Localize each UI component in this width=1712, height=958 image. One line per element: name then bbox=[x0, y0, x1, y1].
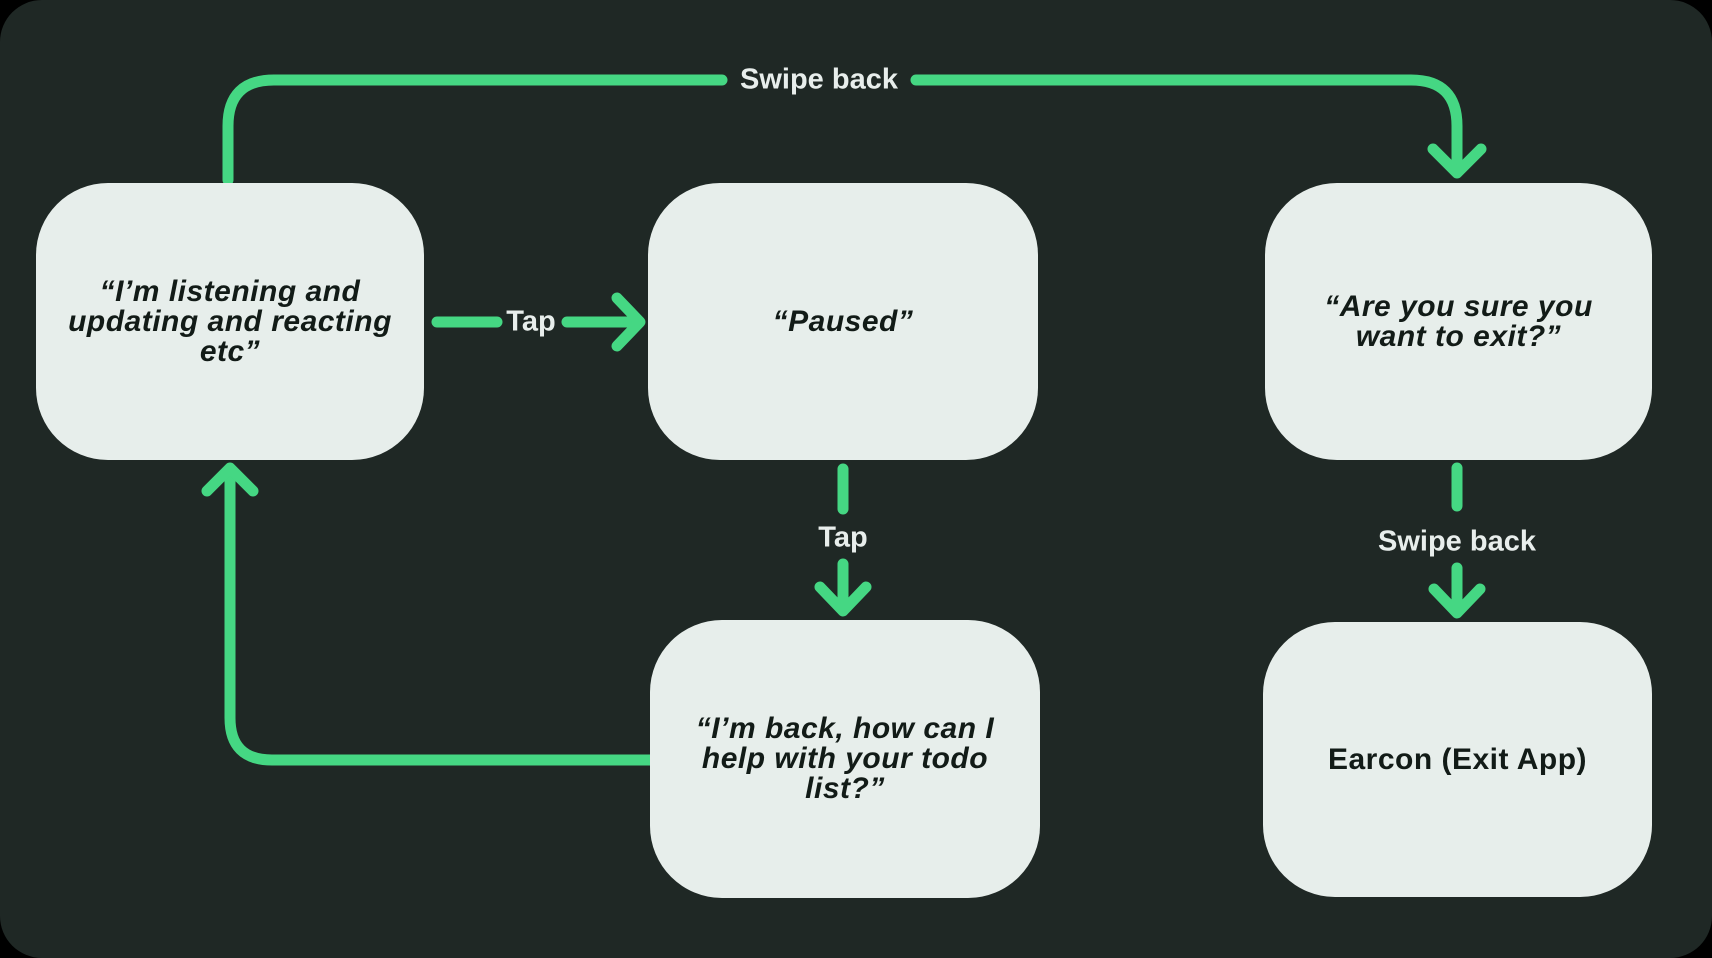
arrowhead-right-into-paused bbox=[611, 292, 646, 352]
arrowhead-up-into-listening bbox=[201, 462, 259, 497]
node-listening: “I’m listening and updating and reacting… bbox=[36, 183, 424, 460]
node-listening-text: “I’m listening and updating and reacting… bbox=[68, 274, 392, 368]
node-earcon: Earcon (Exit App) bbox=[1263, 622, 1652, 897]
edge-label-swipe-back-top: Swipe back bbox=[740, 63, 898, 96]
node-exit-confirm: “Are you sure you want to exit?” bbox=[1265, 183, 1652, 460]
edge-swipe-back-top-left-segment bbox=[222, 74, 728, 186]
edge-loop-back-segment bbox=[224, 464, 656, 766]
edge-swipe-back-top-right-segment bbox=[910, 74, 1463, 178]
node-exit-confirm-text: “Are you sure you want to exit?” bbox=[1324, 289, 1593, 353]
arrowhead-down-into-earcon bbox=[1428, 583, 1486, 619]
edge-label-tap-resume: Tap bbox=[818, 521, 868, 554]
node-earcon-text: Earcon (Exit App) bbox=[1327, 742, 1588, 776]
edge-label-tap-pause: Tap bbox=[506, 305, 556, 338]
node-back-help: “I’m back, how can I help with your todo… bbox=[650, 620, 1040, 898]
edge-label-swipe-back-exit: Swipe back bbox=[1378, 525, 1536, 558]
arrowhead-down-into-exit-confirm bbox=[1427, 143, 1487, 179]
node-paused: “Paused” bbox=[648, 183, 1038, 460]
node-back-help-text: “I’m back, how can I help with your todo… bbox=[695, 712, 995, 805]
node-paused-text: “Paused” bbox=[772, 304, 914, 338]
arrowhead-down-into-back-help bbox=[814, 581, 872, 617]
